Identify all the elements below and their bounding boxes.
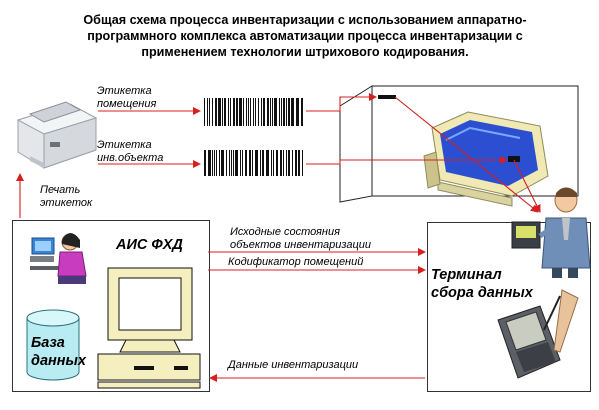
terminal-line-1: Терминал bbox=[431, 267, 502, 283]
terminal-caption: Терминал сбора данных bbox=[431, 266, 533, 302]
database-line-2: данных bbox=[31, 353, 86, 369]
print-line-1: Печать bbox=[40, 184, 81, 196]
room-codifier-caption: Кодификатор помещений bbox=[228, 256, 364, 268]
operator-at-computer-icon bbox=[30, 233, 87, 284]
database-cylinder-icon bbox=[26, 309, 80, 381]
man-with-terminal-icon bbox=[511, 187, 591, 278]
database-line-1: База bbox=[31, 335, 65, 351]
title-line-3: применением технологии штрихового кодиро… bbox=[141, 45, 469, 59]
initial-states-line-1: Исходные состояния bbox=[230, 226, 340, 238]
database-caption: База данных bbox=[31, 334, 86, 370]
initial-states-caption: Исходные состояния объектов инвентаризац… bbox=[230, 226, 371, 252]
title-line-1: Общая схема процесса инвентаризации с ис… bbox=[83, 13, 527, 27]
object-label-caption: Этикетка инв.объекта bbox=[97, 139, 163, 165]
ais-system-name: АИС ФХД bbox=[116, 237, 183, 253]
print-line-2: этикеток bbox=[40, 197, 93, 209]
object-label-line-2: инв.объекта bbox=[97, 152, 164, 164]
title-line-2: программного комплекса автоматизации про… bbox=[87, 29, 523, 43]
object-barcode bbox=[204, 150, 303, 176]
diagram-title: Общая схема процесса инвентаризации с ис… bbox=[40, 12, 570, 60]
initial-states-line-2: объектов инвентаризации bbox=[230, 239, 372, 251]
room-label-line-2: помещения bbox=[97, 98, 157, 110]
object-label-line-1: Этикетка bbox=[97, 139, 152, 151]
inventory-data-caption: Данные инвентаризации bbox=[228, 359, 359, 371]
terminal-line-2: сбора данных bbox=[431, 285, 533, 301]
room-label-caption: Этикетка помещения bbox=[97, 85, 156, 111]
room-barcode bbox=[204, 98, 303, 126]
flow-arrows bbox=[16, 93, 541, 382]
print-labels-caption: Печать этикеток bbox=[40, 184, 92, 210]
label-printer-icon bbox=[16, 101, 98, 169]
room-label-line-1: Этикетка bbox=[97, 85, 152, 97]
handheld-terminal-icon bbox=[497, 289, 579, 379]
ais-computer-icon bbox=[97, 267, 201, 389]
computer-monitor-icon bbox=[423, 111, 549, 207]
